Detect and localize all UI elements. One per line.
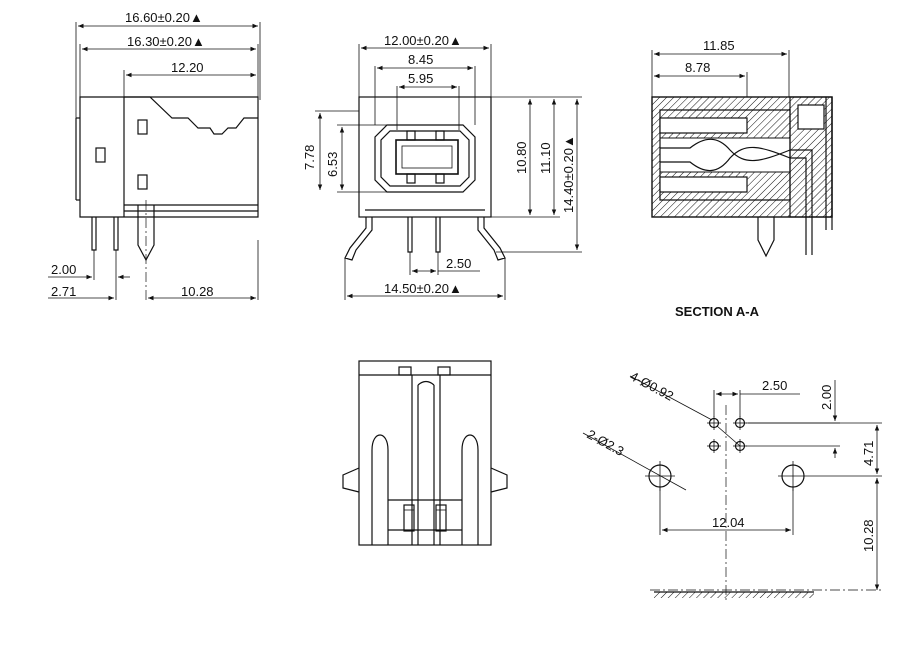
section-length-inner: 8.78 — [685, 60, 710, 75]
footprint-hole-pitch-y: 2.00 — [819, 385, 834, 410]
section-view: 11.85 8.78 SECTION A-A — [651, 38, 833, 319]
front-pin-pitch: 2.50 — [446, 256, 471, 271]
bottom-view — [342, 360, 508, 546]
front-height-b: 11.10 — [538, 142, 553, 174]
front-shell-width: 12.00±0.20▲ — [384, 33, 462, 48]
footprint-post-spacing: 12.04 — [712, 515, 745, 530]
footprint-pin-holes: 4-Ø0.92 — [628, 368, 677, 403]
front-inner-width: 8.45 — [408, 52, 433, 67]
side-body-width: 16.30±0.20▲ — [127, 34, 205, 49]
front-post-span: 14.50±0.20▲ — [384, 281, 462, 296]
front-total-height: 14.40±0.20▲ — [561, 135, 576, 213]
side-pin-offset: 2.71 — [51, 284, 76, 299]
footprint-hole-pitch-x: 2.50 — [762, 378, 787, 393]
footprint-row-to-post: 4.71 — [861, 441, 876, 466]
side-overall-width: 16.60±0.20▲ — [125, 10, 203, 25]
pcb-footprint: 4-Ø0.92 2-Ø2.3 2.50 2.00 4.71 10.28 12.0… — [582, 368, 882, 600]
section-length-outer: 11.85 — [703, 38, 735, 53]
side-shell-width: 12.20 — [171, 60, 204, 75]
side-pin-pitch: 2.00 — [51, 262, 76, 277]
front-height-inner: 6.53 — [325, 152, 340, 177]
side-post-distance: 10.28 — [181, 284, 214, 299]
front-view: 12.00±0.20▲ 8.45 5.95 7.78 6.53 10.80 — [302, 33, 582, 300]
footprint-post-to-edge: 10.28 — [861, 519, 876, 552]
front-height-a: 10.80 — [514, 141, 529, 174]
section-label: SECTION A-A — [675, 304, 760, 319]
side-view: 16.60±0.20▲ 16.30±0.20▲ 12.20 2.00 2.71 — [48, 10, 261, 301]
front-tongue-width: 5.95 — [408, 71, 433, 86]
footprint-post-holes: 2-Ø2.3 — [585, 427, 627, 459]
front-height-left: 7.78 — [302, 145, 317, 170]
